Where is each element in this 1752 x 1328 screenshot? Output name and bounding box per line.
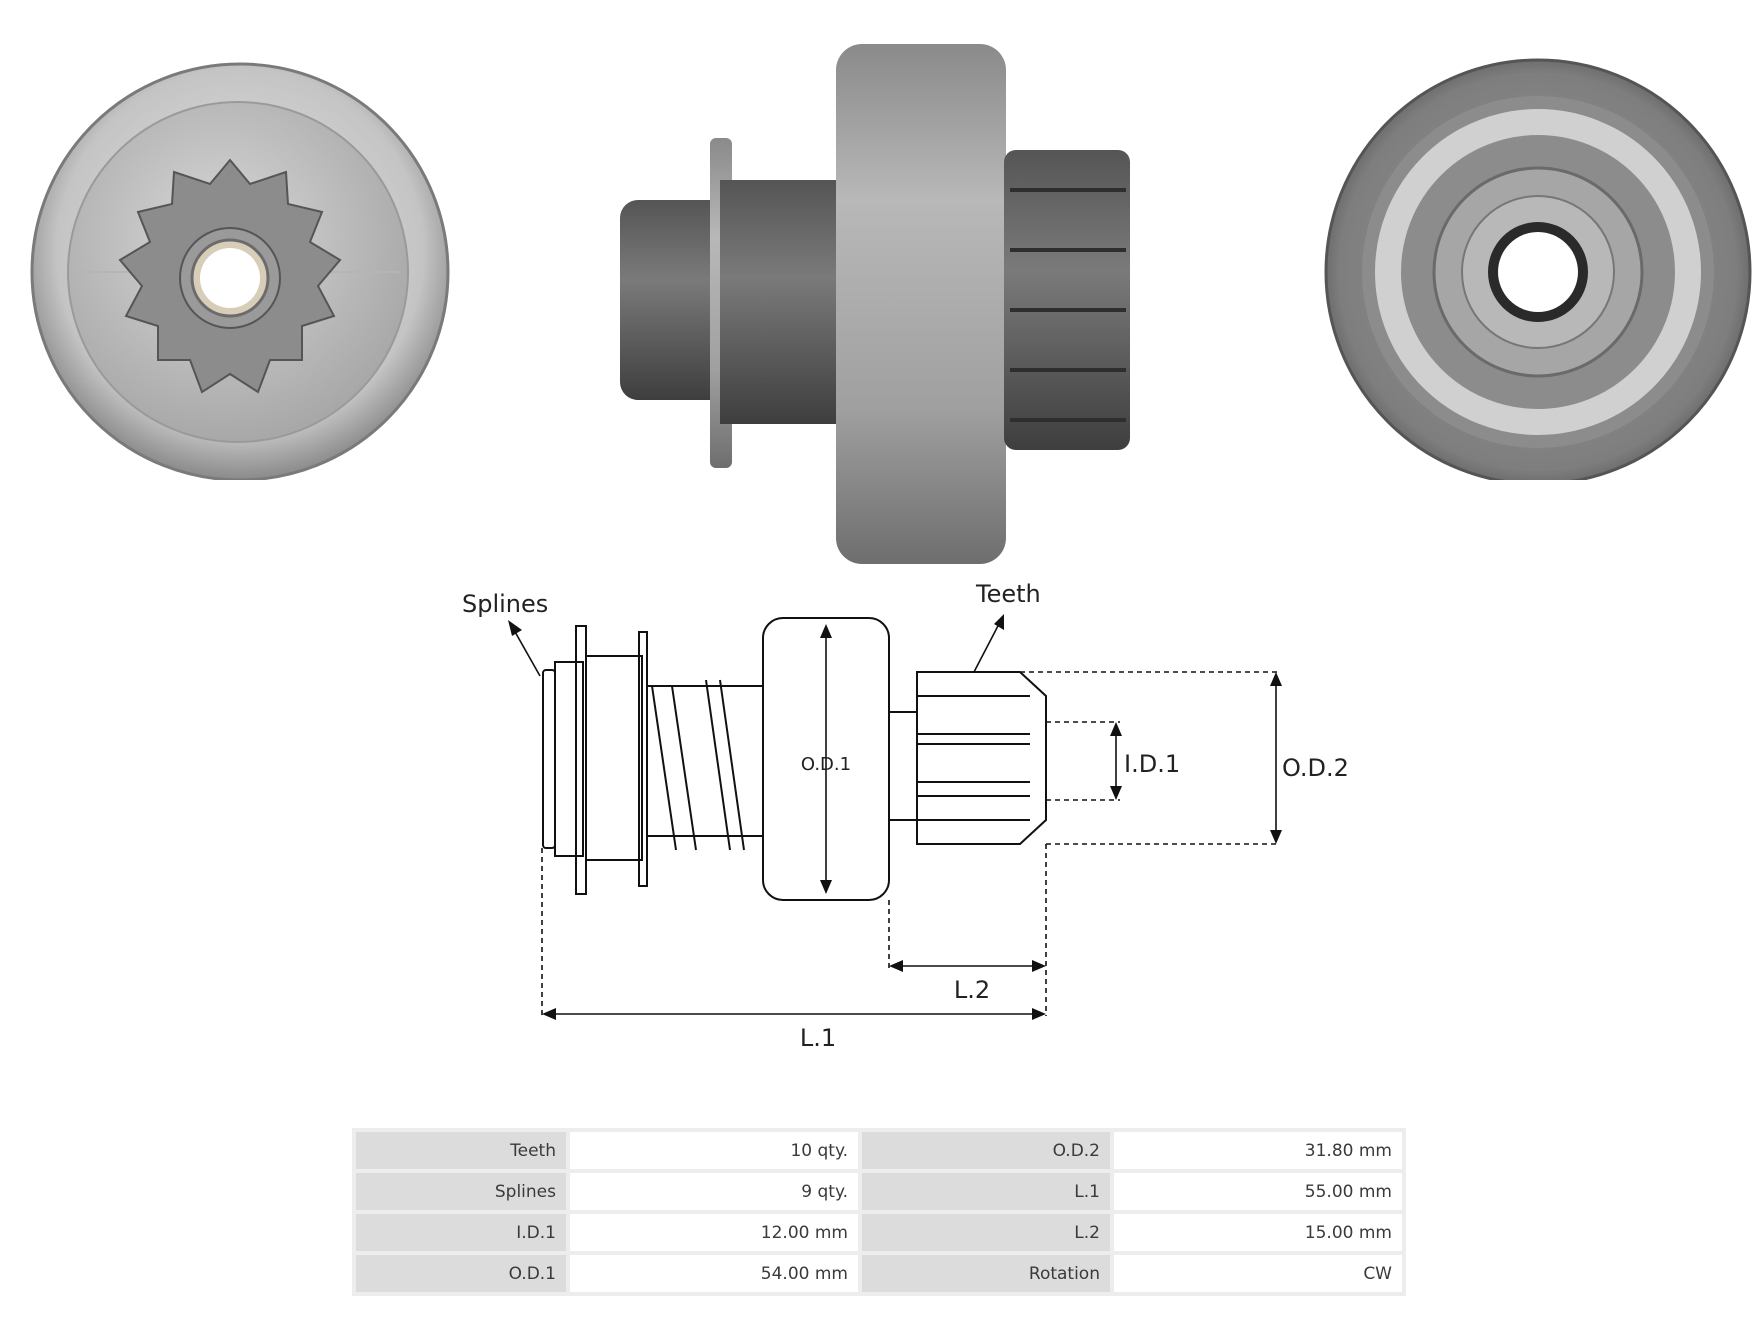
- spec-value: 55.00 mm: [1114, 1173, 1402, 1210]
- label-l1: L.1: [800, 1024, 836, 1052]
- side-view-photo: [620, 44, 1130, 564]
- helix-sleeve: [646, 685, 764, 837]
- spec-value: 31.80 mm: [1114, 1132, 1402, 1169]
- table-row: O.D.1 54.00 mm Rotation CW: [356, 1255, 1402, 1292]
- spline-end: [542, 669, 556, 849]
- table-row: Splines 9 qty. L.1 55.00 mm: [356, 1173, 1402, 1210]
- spec-value: CW: [1114, 1255, 1402, 1292]
- bore-hole: [200, 248, 260, 308]
- label-id1: I.D.1: [1124, 750, 1180, 778]
- spec-label: Splines: [356, 1173, 566, 1210]
- spec-label: Teeth: [356, 1132, 566, 1169]
- pinion-gear: [118, 158, 342, 394]
- spec-value: 10 qty.: [570, 1132, 858, 1169]
- spec-label: L.1: [862, 1173, 1110, 1210]
- dimension-diagram: Splines Teeth O.D.1 O.D.2 I.D.1 L.1 L.2: [462, 580, 1349, 1052]
- table-row: I.D.1 12.00 mm L.2 15.00 mm: [356, 1214, 1402, 1251]
- flange: [575, 625, 587, 895]
- spec-label: I.D.1: [356, 1214, 566, 1251]
- spec-value: 12.00 mm: [570, 1214, 858, 1251]
- helix-coils: [651, 679, 745, 851]
- clutch-housing: [836, 44, 1006, 564]
- label-od1: O.D.1: [801, 754, 851, 775]
- label-l2: L.2: [954, 976, 990, 1004]
- pinion: [916, 671, 1047, 845]
- spec-value: 54.00 mm: [570, 1255, 858, 1292]
- spec-value: 15.00 mm: [1114, 1214, 1402, 1251]
- bearing-ring: [1375, 109, 1701, 435]
- spec-label: O.D.2: [862, 1132, 1110, 1169]
- label-splines: Splines: [462, 590, 548, 618]
- label-teeth: Teeth: [975, 580, 1041, 608]
- pinion-teeth: [1004, 150, 1130, 450]
- collar: [720, 180, 850, 424]
- shank: [620, 200, 730, 400]
- spec-label: O.D.1: [356, 1255, 566, 1292]
- spec-value: 9 qty.: [570, 1173, 858, 1210]
- table-row: Teeth 10 qty. O.D.2 31.80 mm: [356, 1132, 1402, 1169]
- back-view-photo: [1324, 58, 1752, 480]
- spec-label: L.2: [862, 1214, 1110, 1251]
- label-od2: O.D.2: [1282, 754, 1349, 782]
- spec-table: Teeth 10 qty. O.D.2 31.80 mm Splines 9 q…: [352, 1128, 1406, 1296]
- spec-label: Rotation: [862, 1255, 1110, 1292]
- front-view-photo: [30, 62, 450, 480]
